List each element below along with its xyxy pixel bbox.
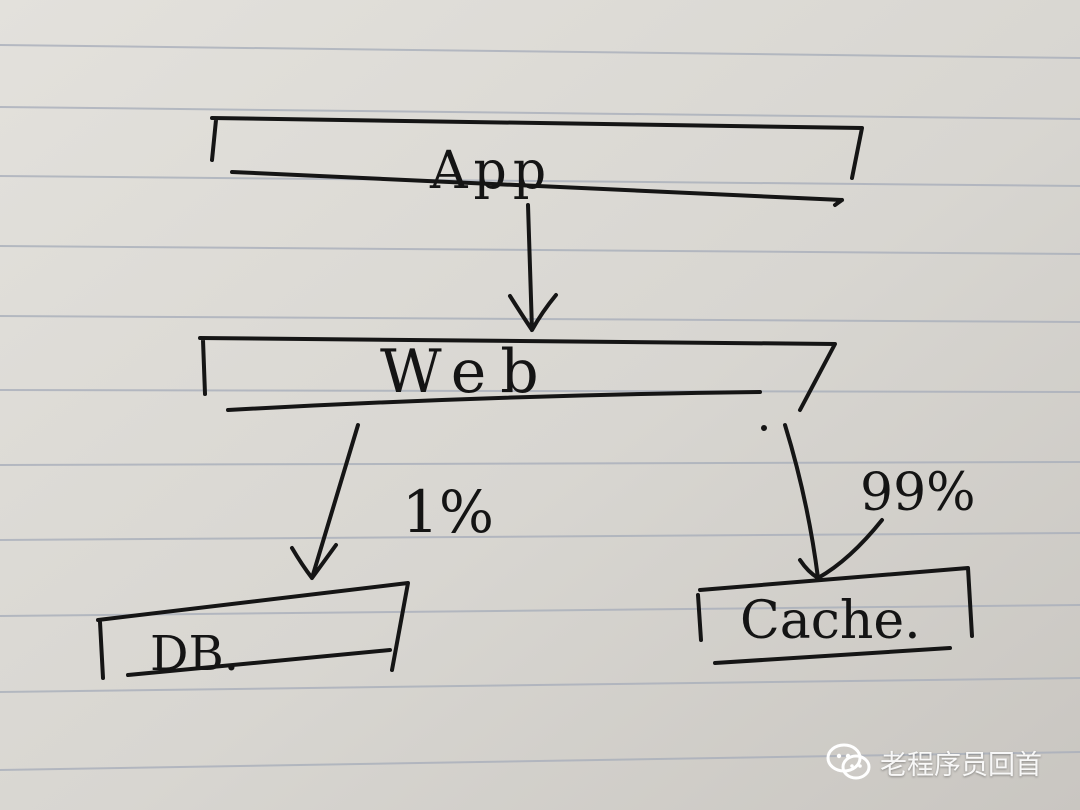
arrow-app-to-web — [508, 203, 558, 332]
edge-label-cache: 99% — [860, 463, 976, 523]
edge-app-web — [508, 203, 558, 332]
node-db: DB. — [96, 581, 410, 682]
watermark-text: 老程序员回首 — [880, 749, 1042, 781]
arrow-web-to-db — [290, 423, 360, 580]
web-label: Web — [380, 337, 553, 407]
web-box-outline — [198, 336, 837, 412]
cache-arrow-dot — [761, 425, 767, 431]
cache-box-outline — [696, 566, 974, 665]
edge-web-db: 1% — [290, 423, 494, 580]
cache-label: Cache. — [740, 591, 921, 651]
edge-web-cache: 99% — [761, 423, 976, 580]
node-app: App — [210, 116, 864, 207]
edge-label-db: 1% — [402, 478, 494, 546]
arrow-web-to-cache — [783, 423, 884, 580]
wechat-logo-icon — [826, 743, 871, 780]
ruled-lines — [0, 44, 1080, 771]
watermark: 老程序员回首 — [826, 742, 1042, 782]
node-cache: Cache. — [696, 566, 974, 665]
db-box-outline — [96, 581, 410, 680]
node-web: Web — [198, 336, 837, 412]
db-label: DB. — [150, 626, 239, 682]
app-box-outline — [210, 116, 864, 207]
app-label: App — [429, 141, 552, 201]
